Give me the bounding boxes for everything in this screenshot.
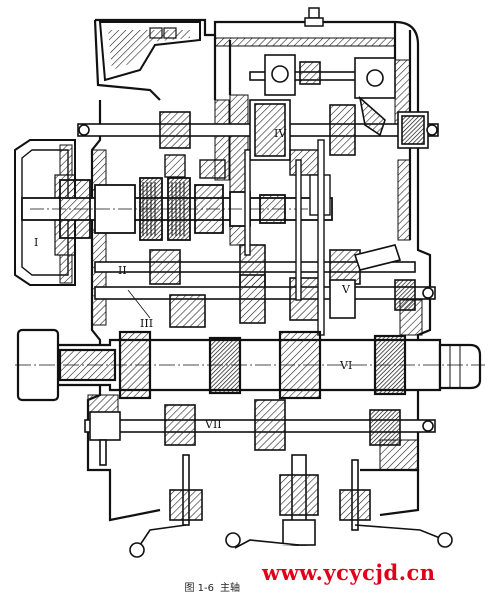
spindle-vi [15,328,485,402]
figure-number: 图 1-6 [184,582,214,594]
shaft-label-vii: VII [204,418,222,431]
oil-plug [304,7,324,27]
figure-title: 主轴 [220,582,240,594]
shaft-iv [77,99,439,161]
shaft-label-i: I [34,236,38,249]
shift-rods [244,139,325,336]
shift-fork-upper [249,54,396,137]
figure-caption: 图 1-6 主轴 [0,578,240,594]
shaft-vii [84,399,436,451]
shaft-label-iii: III [140,317,153,330]
top-cover [98,21,201,82]
site-watermark: www.ycycjd.cn [262,560,436,585]
shaft-label-v: V [341,283,351,296]
friction-clutch [142,182,185,236]
shaft-ii [94,244,416,290]
shaft-label-ii: II [118,264,127,277]
shaft-label-vi: VI [339,359,352,372]
shaft-v [94,274,436,328]
leader-line-iii [127,289,151,319]
control-levers [99,439,453,558]
shaft-label-iv: IV [274,127,287,140]
shaft-label-group: I II III IV V VI VII [34,127,352,431]
shaft-i [21,177,333,241]
